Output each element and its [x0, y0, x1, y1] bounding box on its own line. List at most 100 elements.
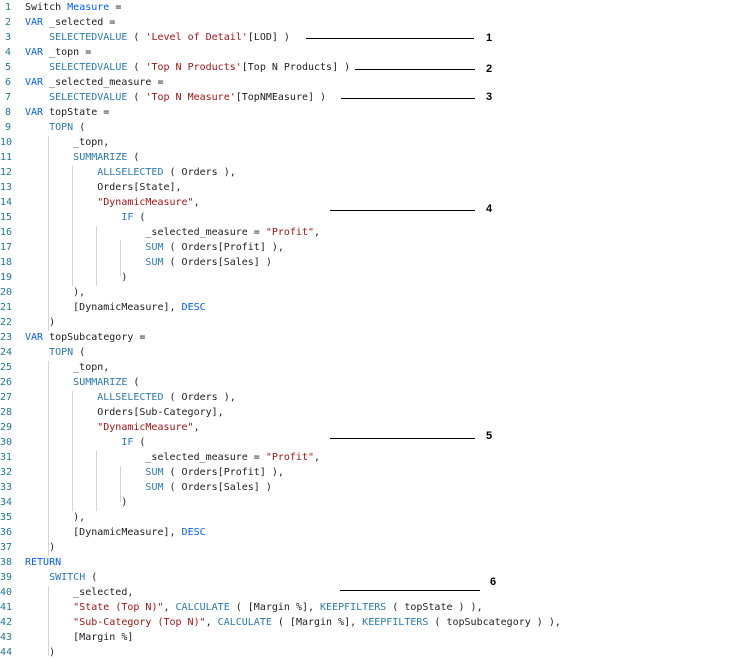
text-token: ( [Margin %],	[271, 617, 363, 628]
text-token	[25, 167, 97, 178]
text-token	[25, 92, 49, 103]
line-number: 12	[0, 167, 13, 178]
code-line[interactable]: 26 SUMMARIZE (	[0, 375, 742, 390]
code-line[interactable]: 40 _selected,	[0, 585, 742, 600]
text-token: ( Orders[Sales] )	[163, 257, 272, 268]
code-text: ALLSELECTED ( Orders ),	[25, 165, 236, 180]
text-token: ( Orders[Sales] )	[163, 482, 272, 493]
code-text: SUM ( Orders[Sales] )	[25, 480, 272, 495]
function-token: SUM	[145, 257, 164, 268]
code-line[interactable]: 21 [DynamicMeasure], DESC	[0, 300, 742, 315]
code-line[interactable]: 39 SWITCH (	[0, 570, 742, 585]
text-token: )	[25, 497, 128, 508]
code-line[interactable]: 5 SELECTEDVALUE ( 'Top N Products'[Top N…	[0, 60, 742, 75]
code-text: SELECTEDVALUE ( 'Top N Measure'[TopNMEas…	[25, 90, 326, 105]
code-line[interactable]: 20 ),	[0, 285, 742, 300]
code-line[interactable]: 36 [DynamicMeasure], DESC	[0, 525, 742, 540]
code-line[interactable]: 11 SUMMARIZE (	[0, 150, 742, 165]
text-token: )	[25, 272, 128, 283]
code-text: SELECTEDVALUE ( 'Level of Detail'[LOD] )	[25, 30, 290, 45]
line-number: 8	[4, 107, 11, 118]
text-token: (	[133, 437, 146, 448]
line-number: 25	[0, 362, 13, 373]
line-number: 29	[0, 422, 13, 433]
code-line[interactable]: 27 ALLSELECTED ( Orders ),	[0, 390, 742, 405]
text-token	[25, 347, 49, 358]
text-token: _selected =	[43, 17, 116, 28]
line-number: 39	[0, 572, 13, 583]
code-line[interactable]: 41 "State (Top N)", CALCULATE ( [Margin …	[0, 600, 742, 615]
text-token: ,	[163, 602, 176, 613]
line-number: 44	[0, 647, 13, 658]
code-line[interactable]: 15 IF (	[0, 210, 742, 225]
code-line[interactable]: 34 )	[0, 495, 742, 510]
text-token: (	[73, 347, 86, 358]
code-line[interactable]: 7 SELECTEDVALUE ( 'Top N Measure'[TopNME…	[0, 90, 742, 105]
text-token	[25, 482, 145, 493]
code-text: VAR topSubcategory =	[25, 330, 145, 345]
code-line[interactable]: 19 )	[0, 270, 742, 285]
annotation-line-5	[330, 438, 475, 439]
text-token: ( topState ) ),	[386, 602, 483, 613]
code-line[interactable]: 12 ALLSELECTED ( Orders ),	[0, 165, 742, 180]
code-line[interactable]: 35 ),	[0, 510, 742, 525]
text-token: =	[109, 2, 122, 13]
code-line[interactable]: 22 )	[0, 315, 742, 330]
code-line[interactable]: 9 TOPN (	[0, 120, 742, 135]
keyword-token: VAR	[25, 107, 44, 118]
text-token: [DynamicMeasure],	[25, 302, 182, 313]
code-line[interactable]: 42 "Sub-Category (Top N)", CALCULATE ( […	[0, 615, 742, 630]
code-line[interactable]: 44 )	[0, 645, 742, 660]
code-line[interactable]: 3 SELECTEDVALUE ( 'Level of Detail'[LOD]…	[0, 30, 742, 45]
text-token: ( Orders ),	[163, 167, 236, 178]
code-line[interactable]: 13 Orders[State],	[0, 180, 742, 195]
code-line[interactable]: 29 "DynamicMeasure",	[0, 420, 742, 435]
code-line[interactable]: 32 SUM ( Orders[Profit] ),	[0, 465, 742, 480]
string-token: "DynamicMeasure"	[97, 422, 194, 433]
code-line[interactable]: 31 _selected_measure = "Profit",	[0, 450, 742, 465]
code-line[interactable]: 8 VAR topState =	[0, 105, 742, 120]
text-token: [Margin %]	[25, 632, 134, 643]
function-token: SUMMARIZE	[73, 377, 128, 388]
text-token: (	[127, 152, 140, 163]
function-token: CALCULATE	[217, 617, 272, 628]
line-number: 1	[4, 2, 11, 13]
code-line[interactable]: 25 _topn,	[0, 360, 742, 375]
code-text: Orders[Sub-Category],	[25, 405, 223, 420]
code-text: VAR topState =	[25, 105, 109, 120]
code-text: )	[25, 645, 55, 660]
code-line[interactable]: 33 SUM ( Orders[Sales] )	[0, 480, 742, 495]
code-line[interactable]: 17 SUM ( Orders[Profit] ),	[0, 240, 742, 255]
text-token: [TopNMEasure] )	[235, 92, 327, 103]
function-token: KEEPFILTERS	[362, 617, 429, 628]
string-token: 'Level of Detail'	[145, 32, 248, 43]
line-number: 34	[0, 497, 13, 508]
code-line[interactable]: 14 "DynamicMeasure",	[0, 195, 742, 210]
code-text: "Sub-Category (Top N)", CALCULATE ( [Mar…	[25, 615, 561, 630]
code-text: )	[25, 270, 127, 285]
indent-guide	[96, 226, 97, 286]
code-line[interactable]: 43 [Margin %]	[0, 630, 742, 645]
text-token: )	[25, 317, 56, 328]
line-number: 6	[4, 77, 11, 88]
code-line[interactable]: 37 )	[0, 540, 742, 555]
annotation-line-2	[355, 69, 475, 70]
code-line[interactable]: 10 _topn,	[0, 135, 742, 150]
text-token: [DynamicMeasure],	[25, 527, 182, 538]
code-line[interactable]: 30 IF (	[0, 435, 742, 450]
code-line[interactable]: 28 Orders[Sub-Category],	[0, 405, 742, 420]
line-number: 5	[4, 62, 11, 73]
code-line[interactable]: 24 TOPN (	[0, 345, 742, 360]
text-token: ( Orders[Profit] ),	[163, 467, 284, 478]
code-text: "DynamicMeasure",	[25, 195, 199, 210]
code-line[interactable]: 16 _selected_measure = "Profit",	[0, 225, 742, 240]
code-line[interactable]: 18 SUM ( Orders[Sales] )	[0, 255, 742, 270]
text-token: _topn,	[25, 137, 110, 148]
